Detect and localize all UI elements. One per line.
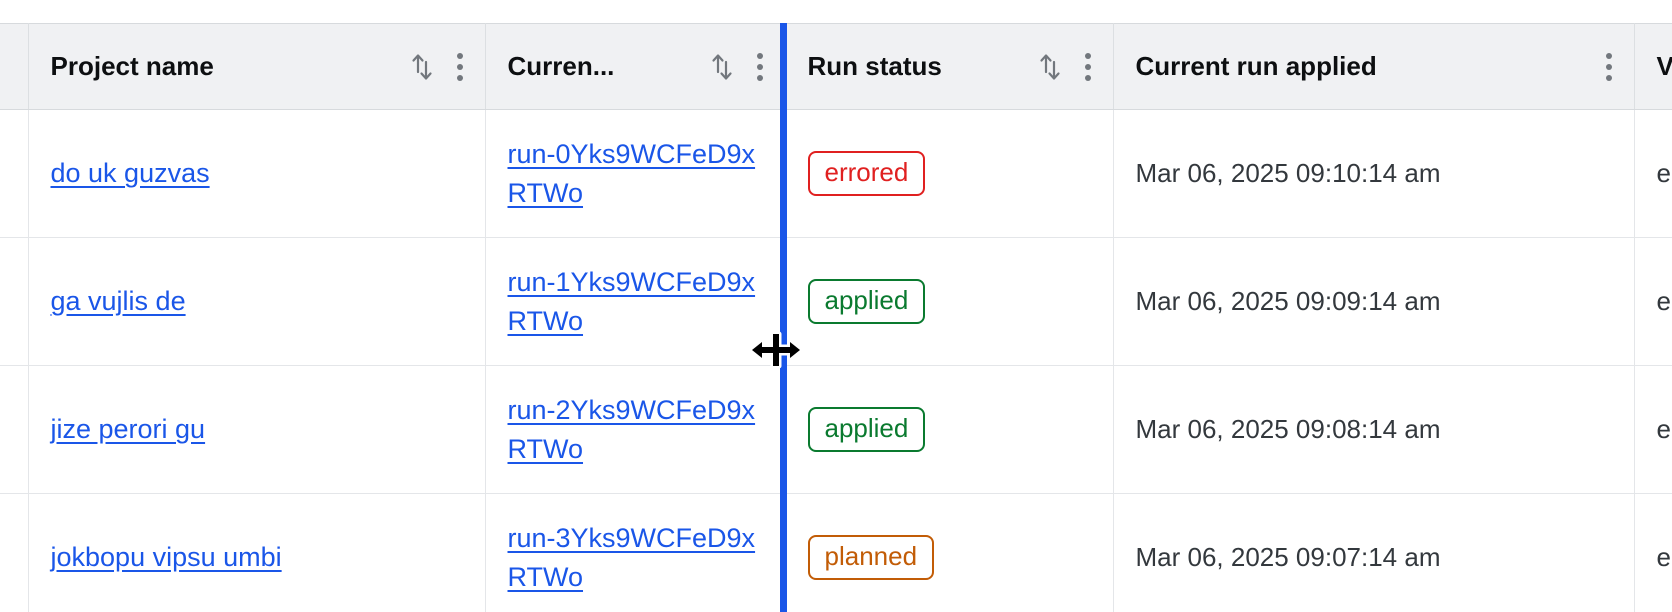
applied-timestamp: Mar 06, 2025 09:09:14 am [1135, 286, 1441, 316]
column-resize-indicator[interactable] [780, 23, 787, 612]
applied-timestamp: Mar 06, 2025 09:08:14 am [1135, 414, 1441, 444]
cell-run-status: applied [785, 237, 1114, 366]
current-run-link[interactable]: run-0Yks9WCFeD9xRTWo [507, 139, 756, 208]
cell-clipped: e [1634, 237, 1672, 366]
clipped-value: e [1656, 414, 1671, 444]
current-run-link[interactable]: run-2Yks9WCFeD9xRTWo [507, 395, 756, 464]
column-menu-icon[interactable] [456, 52, 463, 81]
cell-clipped: e [1634, 109, 1672, 238]
column-menu-icon[interactable] [1605, 52, 1612, 81]
cell-current-run-applied: Mar 06, 2025 09:10:14 am [1113, 109, 1635, 238]
cell-run-status: applied [785, 365, 1114, 494]
column-header-clipped[interactable]: V [1634, 23, 1672, 110]
row-select-cell[interactable] [0, 493, 29, 612]
cell-project-name: do uk guzvas [28, 109, 486, 238]
cell-project-name: jize perori gu [28, 365, 486, 494]
top-whitespace [0, 0, 1672, 23]
applied-timestamp: Mar 06, 2025 09:07:14 am [1135, 542, 1441, 572]
cell-current-run: run-1Yks9WCFeD9xRTWo [485, 237, 786, 366]
column-header-label: Run status [807, 51, 942, 81]
sort-icon[interactable] [709, 51, 735, 83]
row-select-cell[interactable] [0, 237, 29, 366]
cell-current-run: run-0Yks9WCFeD9xRTWo [485, 109, 786, 238]
status-badge: errored [807, 151, 926, 196]
table-header: Project name [0, 23, 1672, 110]
column-header-project-name[interactable]: Project name [28, 23, 486, 110]
status-badge: applied [807, 279, 926, 324]
clipped-value: e [1656, 542, 1671, 572]
cell-run-status: planned [785, 493, 1114, 612]
cell-clipped: e [1634, 365, 1672, 494]
cell-clipped: e [1634, 493, 1672, 612]
column-header-select [0, 23, 29, 110]
current-run-link[interactable]: run-3Yks9WCFeD9xRTWo [507, 523, 756, 592]
projects-table: Project name [0, 23, 1672, 612]
cell-current-run: run-3Yks9WCFeD9xRTWo [485, 493, 786, 612]
project-name-link[interactable]: do uk guzvas [50, 158, 210, 189]
cell-current-run: run-2Yks9WCFeD9xRTWo [485, 365, 786, 494]
status-badge: applied [807, 407, 926, 452]
sort-icon[interactable] [1037, 51, 1063, 83]
applied-timestamp: Mar 06, 2025 09:10:14 am [1135, 158, 1441, 188]
cell-project-name: jokbopu vipsu umbi [28, 493, 486, 612]
column-menu-icon[interactable] [756, 52, 763, 81]
project-name-link[interactable]: ga vujlis de [50, 286, 186, 317]
cell-project-name: ga vujlis de [28, 237, 486, 366]
table-body: do uk guzvas run-0Yks9WCFeD9xRTWo errore… [0, 109, 1672, 612]
table-row: jize perori gu run-2Yks9WCFeD9xRTWo appl… [0, 365, 1672, 494]
header-row: Project name [0, 23, 1672, 110]
row-select-cell[interactable] [0, 365, 29, 494]
column-header-label: V [1657, 51, 1672, 81]
column-header-run-status[interactable]: Run status [785, 23, 1114, 110]
current-run-link[interactable]: run-1Yks9WCFeD9xRTWo [507, 267, 756, 336]
table-row: do uk guzvas run-0Yks9WCFeD9xRTWo errore… [0, 109, 1672, 238]
table-row: ga vujlis de run-1Yks9WCFeD9xRTWo applie… [0, 237, 1672, 366]
project-name-link[interactable]: jize perori gu [50, 414, 206, 445]
sort-icon[interactable] [409, 51, 435, 83]
cell-current-run-applied: Mar 06, 2025 09:07:14 am [1113, 493, 1635, 612]
column-header-label: Curren... [507, 51, 615, 81]
project-name-link[interactable]: jokbopu vipsu umbi [50, 542, 282, 573]
column-menu-icon[interactable] [1084, 52, 1091, 81]
column-header-current-run-applied[interactable]: Current run applied [1113, 23, 1635, 110]
column-header-label: Current run applied [1135, 51, 1377, 81]
column-header-label: Project name [50, 51, 214, 81]
cell-run-status: errored [785, 109, 1114, 238]
cell-current-run-applied: Mar 06, 2025 09:09:14 am [1113, 237, 1635, 366]
clipped-value: e [1656, 286, 1671, 316]
column-header-current-run[interactable]: Curren... [485, 23, 786, 110]
row-select-cell[interactable] [0, 109, 29, 238]
status-badge: planned [807, 535, 935, 580]
clipped-value: e [1656, 158, 1671, 188]
cell-current-run-applied: Mar 06, 2025 09:08:14 am [1113, 365, 1635, 494]
table-row: jokbopu vipsu umbi run-3Yks9WCFeD9xRTWo … [0, 493, 1672, 612]
